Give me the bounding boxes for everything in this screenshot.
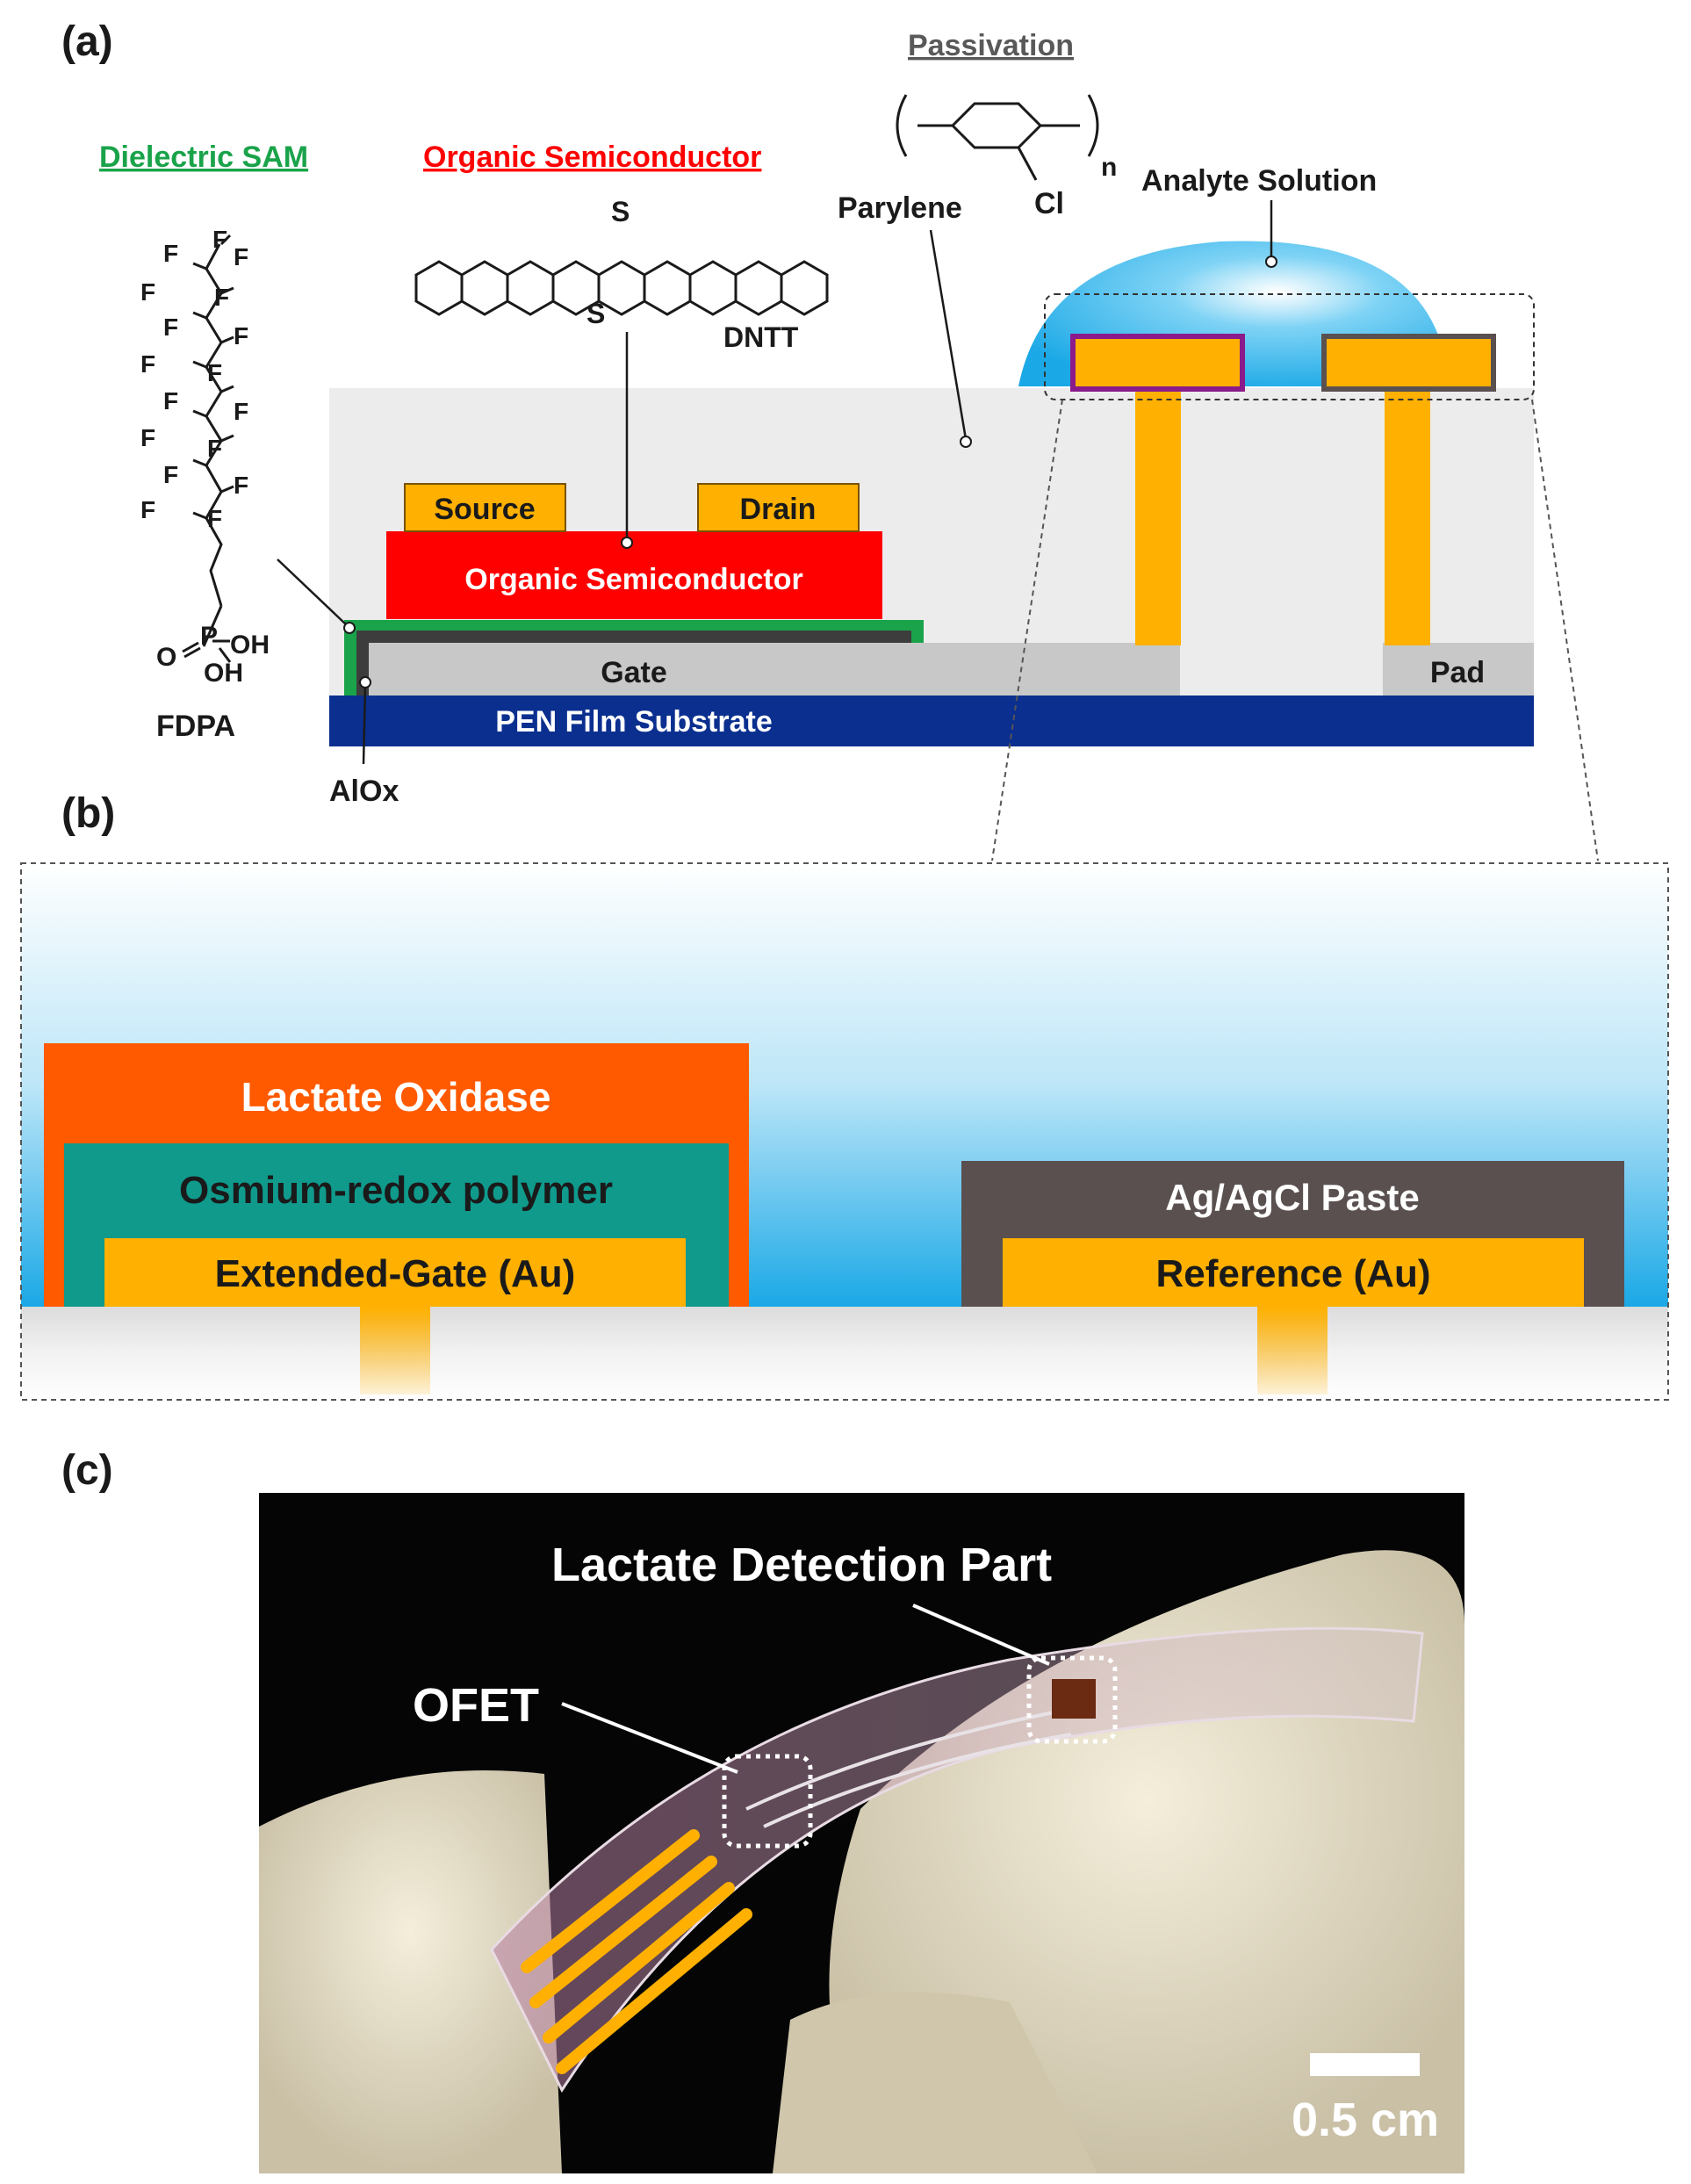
semiconductor-layer-label: Organic Semiconductor <box>464 563 802 596</box>
parylene-chlorine: Cl <box>1034 187 1064 220</box>
pen-film-substrate <box>329 696 1534 746</box>
organic-semiconductor-layer <box>386 531 882 619</box>
drain-label: Drain <box>740 493 817 526</box>
source-electrode <box>404 483 566 532</box>
pad-electrode <box>1383 643 1534 696</box>
fluorine-atom: F <box>234 322 248 350</box>
parylene-leader-dot <box>960 436 972 448</box>
alox-label: AlOx <box>329 775 399 808</box>
dntt-name: DNTT <box>723 321 799 353</box>
fluorine-atom: F <box>212 226 227 253</box>
fdpa-molecule <box>182 234 234 663</box>
gold-traces <box>521 1829 752 2074</box>
parylene-n: n <box>1101 153 1117 182</box>
agagcl-paste-label: Ag/AgCl Paste <box>1165 1177 1419 1218</box>
reference-electrode <box>1003 1238 1584 1307</box>
fluorine-atom: F <box>163 240 178 267</box>
fdpa-oxygen: O <box>156 643 176 672</box>
gate-electrode <box>369 643 1180 696</box>
detail-frame <box>20 862 1669 1401</box>
reference-stem <box>1257 1307 1328 1395</box>
fluorine-atom: F <box>207 359 222 386</box>
panel-label-a: (a) <box>61 18 113 65</box>
dntt-sulfur: S <box>586 298 605 329</box>
dielectric-sam-heading: Dielectric SAM <box>99 141 308 174</box>
gate-label: Gate <box>601 656 667 689</box>
pad-label: Pad <box>1430 656 1485 689</box>
alox-leader-dot <box>359 676 371 688</box>
osmium-polymer-label: Osmium-redox polymer <box>179 1169 613 1212</box>
substrate-label: PEN Film Substrate <box>495 705 773 739</box>
fluorine-atom: F <box>234 472 248 499</box>
parylene-molecule <box>896 94 1099 181</box>
fluorine-atom: F <box>214 284 229 311</box>
reference-label: Reference (Au) <box>1156 1252 1431 1295</box>
ofet-pointer <box>561 1702 738 1774</box>
dntt-molecule <box>414 260 829 316</box>
extended-gate-label: Extended-Gate (Au) <box>215 1252 576 1295</box>
lactate-oxidase-label: Lactate Oxidase <box>241 1074 551 1120</box>
ofet-label: OFET <box>413 1679 539 1732</box>
fdpa-hydroxyl: OH <box>204 659 243 688</box>
alox-leader-line <box>362 684 367 765</box>
parylene-name: Parylene <box>838 191 962 225</box>
detail-base-layer <box>21 1307 1668 1400</box>
fluorine-atom: F <box>140 278 155 306</box>
extended-gate-top <box>1070 334 1245 392</box>
organic-semiconductor-heading: Organic Semiconductor <box>423 141 761 174</box>
lactate-part-label: Lactate Detection Part <box>551 1539 1052 1591</box>
lactate-part-sensor <box>1052 1679 1096 1719</box>
fluorine-atom: F <box>234 398 248 425</box>
analyte-solution-label: Analyte Solution <box>1141 164 1377 198</box>
extended-gate-via <box>1135 386 1181 645</box>
fluorine-atom: F <box>207 505 222 532</box>
fluorine-atom: F <box>163 387 178 414</box>
scale-bar-label: 0.5 cm <box>1292 2094 1439 2146</box>
panel-label-b: (b) <box>61 790 115 837</box>
fluorine-atom: F <box>234 243 248 270</box>
analyte-leader-dot <box>1265 256 1277 268</box>
sam-leader-dot <box>343 622 356 634</box>
dntt-leader-dot <box>621 537 633 549</box>
ofet-marker <box>722 1754 813 1849</box>
fluorine-atom: F <box>140 496 155 523</box>
fluorine-atom: F <box>207 435 222 462</box>
extended-gate-electrode <box>104 1238 686 1307</box>
passivation-heading: Passivation <box>908 29 1074 62</box>
scale-bar <box>1310 2053 1420 2076</box>
reference-via <box>1385 386 1430 645</box>
extended-gate-stem <box>360 1307 430 1395</box>
fdpa-name: FDPA <box>156 710 235 743</box>
dntt-sulfur: S <box>611 196 630 227</box>
fdpa-fluorine-labels: F F F F F F F F F F F F F F F F F <box>140 226 248 532</box>
fluorine-atom: F <box>163 461 178 488</box>
zoom-projection-right <box>1531 399 1599 861</box>
silver-traces <box>745 1711 1072 1828</box>
reference-top <box>1321 334 1496 392</box>
drain-electrode <box>697 483 860 532</box>
source-label: Source <box>434 493 535 526</box>
fluorine-atom: F <box>163 314 178 341</box>
parylene-leader-line <box>929 229 968 440</box>
finger-joint <box>773 1992 1097 2173</box>
fluorine-atom: F <box>140 350 155 378</box>
sam-leader-line <box>277 559 348 626</box>
panel-label-c: (c) <box>61 1447 113 1494</box>
zoom-projection-left <box>991 399 1063 861</box>
zoom-region-box <box>1044 293 1535 400</box>
fdpa-hydroxyl: OH <box>230 631 270 660</box>
fluorine-atom: F <box>140 424 155 451</box>
fdpa-phosphorus: P <box>200 622 218 651</box>
finger-lower <box>259 1770 562 2173</box>
device-photo <box>259 1550 1464 2173</box>
lactate-part-pointer <box>912 1604 1050 1666</box>
lactate-part-marker <box>1026 1655 1118 1744</box>
